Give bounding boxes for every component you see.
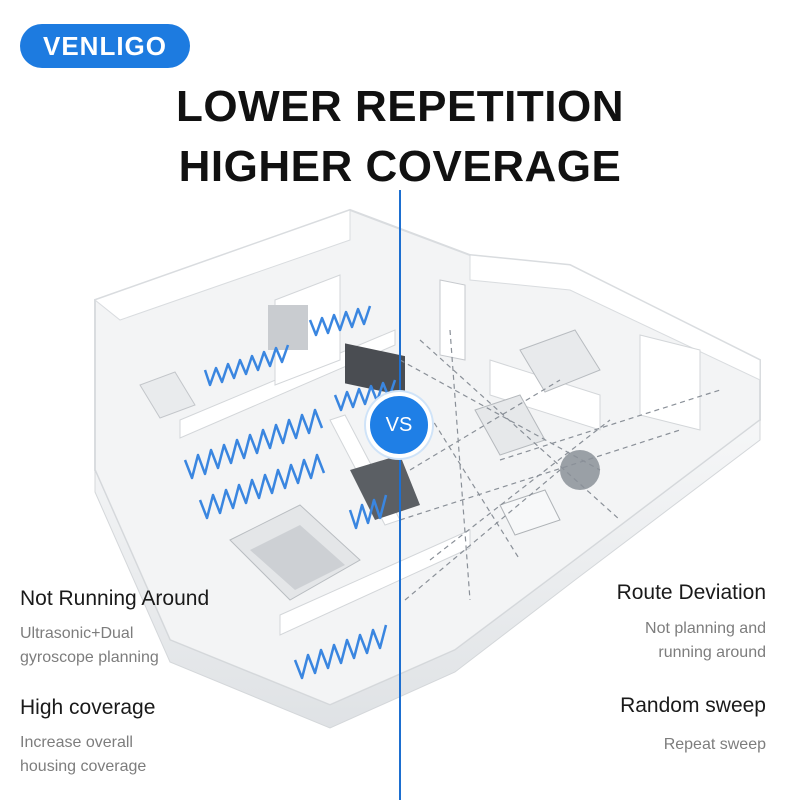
back-wall-right xyxy=(469,254,761,381)
planned-path-7 xyxy=(293,624,388,680)
door-frame xyxy=(439,279,466,361)
bed-blanket xyxy=(250,525,345,590)
left-feature-2-desc-1: Increase overall xyxy=(20,734,133,751)
planned-path-3 xyxy=(183,408,324,480)
vs-badge: VS xyxy=(366,392,432,458)
bed-right xyxy=(519,329,601,393)
brand-badge: VENLIGO xyxy=(20,24,190,68)
random-path-6 xyxy=(449,329,471,601)
planned-path-1 xyxy=(203,344,290,387)
planned-path-2 xyxy=(308,305,372,337)
right-feature-1-title: Route Deviation xyxy=(616,581,766,604)
random-path-4 xyxy=(429,419,611,561)
interior-wall-4 xyxy=(279,529,471,636)
back-wall-left xyxy=(93,209,351,321)
planned-route-paths xyxy=(183,305,397,680)
left-feature-1-desc-1: Ultrasonic+Dual xyxy=(20,625,134,642)
small-bed-left xyxy=(139,371,196,419)
random-path-5 xyxy=(399,429,681,521)
random-path-7 xyxy=(499,389,721,461)
right-feature-1-desc-1: Not planning and xyxy=(645,620,766,637)
right-feature-2-desc-1: Repeat sweep xyxy=(663,736,766,753)
random-path-2 xyxy=(409,379,561,471)
planned-path-6 xyxy=(348,494,388,530)
headline-line-1: LOWER REPETITION xyxy=(176,82,624,131)
headline-line-2: HIGHER COVERAGE xyxy=(178,142,622,191)
left-feature-1-title: Not Running Around xyxy=(20,587,210,610)
right-feature-1-desc-2: running around xyxy=(658,644,766,661)
planned-path-5 xyxy=(333,379,397,412)
left-feature-2-title: High coverage xyxy=(20,696,156,719)
kitchen-counter xyxy=(345,343,405,397)
left-feature-1-desc-2: gyroscope planning xyxy=(20,649,159,666)
planned-path-4 xyxy=(198,453,326,520)
random-path-1 xyxy=(399,359,601,471)
interior-wall-6 xyxy=(639,334,701,431)
random-route-paths xyxy=(399,329,721,601)
left-feature-2-desc-2: housing coverage xyxy=(20,758,147,775)
closet-shelf xyxy=(268,305,308,350)
random-path-3 xyxy=(419,399,521,561)
right-feature-2-title: Random sweep xyxy=(620,694,766,717)
front-wall xyxy=(94,418,761,729)
plant xyxy=(560,450,600,490)
sofa-dark xyxy=(350,455,420,520)
random-path-8 xyxy=(404,469,561,601)
